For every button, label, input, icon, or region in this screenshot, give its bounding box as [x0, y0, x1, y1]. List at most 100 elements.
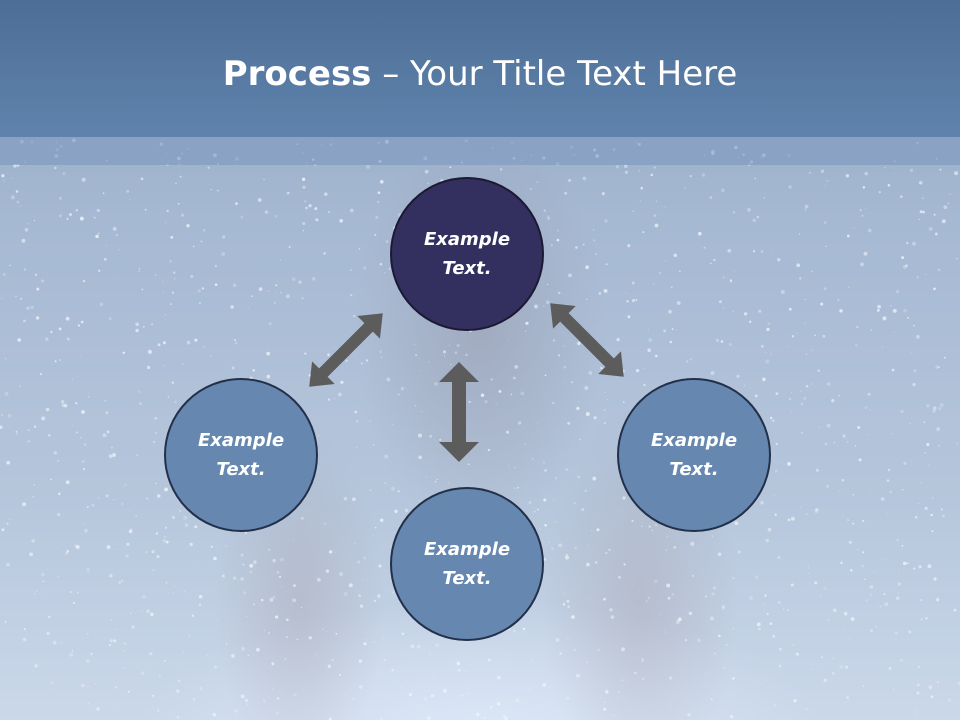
sparkle [877, 297, 879, 299]
sparkle [536, 508, 539, 511]
sparkle [344, 693, 346, 695]
sparkle [383, 272, 386, 274]
process-node-bottom[interactable]: Example Text. [390, 487, 544, 641]
sparkle [805, 708, 808, 711]
sparkle [325, 630, 327, 633]
sparkle [947, 202, 949, 204]
sparkle [106, 245, 107, 247]
sparkle [26, 306, 30, 310]
sparkle [293, 584, 296, 587]
sparkle [404, 508, 409, 513]
sparkle [154, 416, 158, 420]
sparkle [640, 525, 643, 528]
sparkle [109, 574, 113, 578]
sparkle [558, 543, 562, 548]
sparkle [862, 685, 865, 688]
sparkle [889, 490, 892, 494]
sparkle [228, 188, 230, 190]
sparkle [552, 697, 554, 700]
sparkle [690, 541, 695, 546]
sparkle [642, 677, 645, 680]
sparkle [456, 344, 460, 348]
sparkle [467, 692, 470, 695]
sparkle [577, 341, 581, 346]
sparkle [271, 662, 275, 666]
sparkle [684, 638, 688, 642]
sparkle [869, 493, 871, 494]
sparkle [615, 165, 620, 169]
sparkle [21, 238, 26, 243]
sparkle [233, 338, 237, 342]
sparkle [121, 503, 124, 505]
sparkle [603, 289, 608, 293]
sparkle [316, 577, 321, 582]
sparkle [826, 382, 831, 386]
sparkle [867, 392, 871, 396]
sparkle [603, 701, 606, 704]
sparkle [729, 279, 732, 282]
sparkle [786, 609, 789, 612]
sparkle [123, 650, 125, 652]
sparkle [823, 587, 827, 590]
sparkle [887, 468, 891, 472]
sparkle [595, 561, 598, 564]
sparkle [638, 170, 640, 172]
sparkle [787, 518, 791, 522]
sparkle [0, 425, 3, 429]
sparkle [937, 268, 941, 272]
sparkle [54, 360, 57, 363]
sparkle [673, 545, 677, 549]
sparkle [366, 165, 370, 169]
sparkle [879, 605, 883, 609]
sparkle [537, 423, 539, 425]
sparkle [495, 402, 497, 405]
sparkle [559, 652, 562, 655]
sparkle [35, 316, 40, 320]
sparkle [553, 498, 555, 501]
sparkle [198, 603, 201, 606]
sparkle [114, 548, 116, 550]
sparkle [200, 240, 203, 243]
sparkle [40, 597, 42, 599]
sparkle [442, 350, 447, 354]
sparkle [804, 204, 809, 209]
sparkle [823, 221, 827, 224]
sparkle [926, 404, 930, 408]
sparkle [31, 539, 35, 543]
sparkle [839, 309, 843, 313]
sparkle [385, 240, 389, 243]
sparkle [483, 717, 486, 720]
sparkle [622, 401, 625, 404]
sparkle [800, 431, 803, 435]
sparkle [912, 241, 916, 246]
sparkle [734, 521, 739, 526]
sparkle [670, 286, 673, 289]
sparkle [933, 577, 937, 581]
sparkle [839, 664, 844, 669]
sparkle [190, 274, 194, 278]
sparkle [86, 506, 89, 509]
sparkle [565, 553, 568, 556]
sparkle [895, 596, 900, 601]
sparkle [426, 716, 431, 720]
process-node-top[interactable]: Example Text. [390, 177, 544, 331]
sparkle [713, 652, 716, 655]
process-node-right[interactable]: Example Text. [617, 378, 771, 532]
sparkle [645, 600, 648, 603]
sparkle [498, 389, 502, 393]
sparkle [518, 421, 522, 425]
sparkle [408, 692, 413, 697]
sparkle [238, 579, 239, 581]
sparkle [769, 622, 773, 626]
sparkle [87, 571, 89, 573]
slide-title: Process – Your Title Text Here [0, 52, 960, 96]
sparkle [292, 538, 294, 539]
sparkle [87, 396, 90, 398]
sparkle [822, 334, 826, 338]
sparkle [721, 605, 726, 609]
sparkle [659, 614, 661, 616]
sparkle [599, 696, 602, 699]
sparkle [689, 174, 693, 178]
process-node-left[interactable]: Example Text. [164, 378, 318, 532]
sparkle [568, 273, 572, 278]
